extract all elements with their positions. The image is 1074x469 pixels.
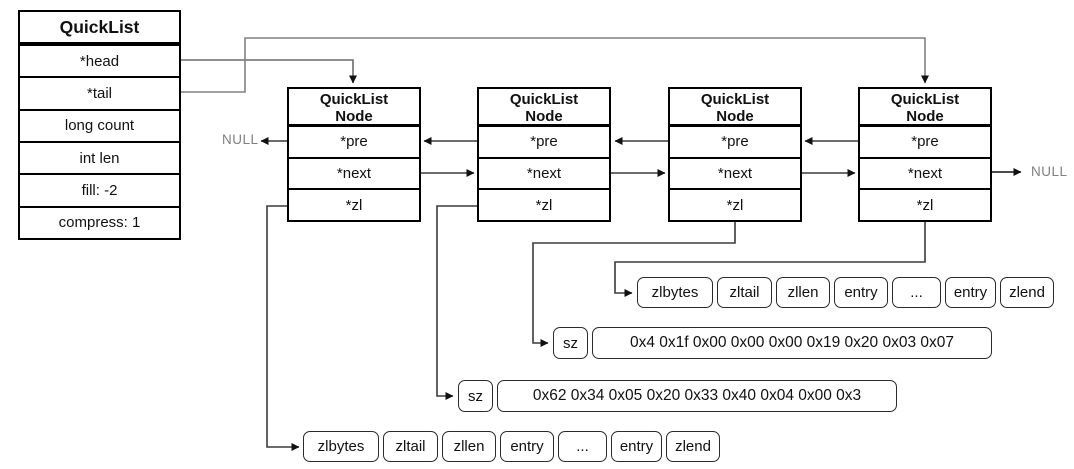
node-title: QuickList Node	[479, 89, 609, 127]
node1-field-next: *next	[289, 156, 419, 189]
null-label-right: NULL	[1031, 164, 1068, 179]
node4-field-next: *next	[860, 156, 990, 189]
quicklist-field-count: long count	[20, 108, 179, 141]
node-title-line2: Node	[525, 108, 563, 125]
node-title-line1: QuickList	[319, 91, 389, 108]
node-title: QuickList Node	[860, 89, 990, 127]
node-title-line2: Node	[335, 108, 373, 125]
node4-zl-arrow	[614, 222, 926, 297]
node2-field-pre: *pre	[530, 133, 558, 151]
node-title-line1: QuickList	[509, 91, 579, 108]
quicklist-field-len: int len	[20, 140, 179, 173]
ziplist-cell-zllen: zllen	[442, 431, 496, 462]
node2-zl-arrow	[436, 205, 477, 400]
quicklist-node-1: QuickList Node *pre *next *zl	[287, 87, 421, 222]
sz-row-node3: sz 0x4 0x1f 0x00 0x00 0x00 0x19 0x20 0x0…	[553, 327, 992, 359]
node3-field-next: *next	[670, 156, 800, 189]
node4-field-zl: *zl	[860, 188, 990, 220]
quicklist-title: QuickList	[20, 12, 179, 46]
ziplist-cell-zlbytes: zlbytes	[303, 431, 379, 462]
node-title-line2: Node	[906, 108, 944, 125]
ziplist-cell-zlbytes: zlbytes	[637, 277, 713, 308]
node2-field-zl: *zl	[479, 188, 609, 220]
quicklist-node-4: QuickList Node *pre *next *zl	[858, 87, 992, 222]
ziplist-cell-entry: entry	[834, 277, 888, 308]
quicklist-node-3: QuickList Node *pre *next *zl	[668, 87, 802, 222]
ziplist-cell-entry: entry	[945, 277, 996, 308]
quicklist-field-compress: compress: 1	[20, 205, 179, 238]
node-title-line2: Node	[716, 108, 754, 125]
sz-label: sz	[553, 327, 588, 359]
node-title-line1: QuickList	[890, 91, 960, 108]
node1-field-zl: *zl	[289, 188, 419, 220]
ziplist-cell-zlend: zlend	[666, 431, 720, 462]
node1-zl-arrow	[266, 205, 300, 451]
ziplist-cell-zlend: zlend	[1000, 277, 1054, 308]
sz-row-node2: sz 0x62 0x34 0x05 0x20 0x33 0x40 0x04 0x…	[458, 380, 897, 412]
node4-field-pre: *pre	[911, 133, 939, 151]
quicklist-node-2: QuickList Node *pre *next *zl	[477, 87, 611, 222]
ziplist-cell-entry: entry	[611, 431, 662, 462]
sz-hex-value: 0x4 0x1f 0x00 0x00 0x00 0x19 0x20 0x03 0…	[592, 327, 992, 359]
node3-zl-arrow	[532, 222, 736, 347]
ziplist-cell-entry: entry	[500, 431, 554, 462]
ziplist-node4: zlbytes zltail zllen entry ... entry zle…	[637, 277, 1054, 308]
ziplist-cell-ellipsis: ...	[558, 431, 607, 462]
node-title-line1: QuickList	[700, 91, 770, 108]
sz-label: sz	[458, 380, 493, 412]
quicklist-field-head: *head	[79, 52, 120, 70]
ziplist-node1: zlbytes zltail zllen entry ... entry zle…	[303, 431, 720, 462]
node-title: QuickList Node	[670, 89, 800, 127]
sz-hex-value: 0x62 0x34 0x05 0x20 0x33 0x40 0x04 0x00 …	[497, 380, 897, 412]
node3-field-pre: *pre	[721, 133, 749, 151]
ziplist-cell-zltail: zltail	[383, 431, 438, 462]
node3-field-zl: *zl	[670, 188, 800, 220]
quicklist-field-tail: *tail	[20, 76, 179, 108]
node2-field-next: *next	[479, 156, 609, 189]
quicklist-field-fill: fill: -2	[20, 173, 179, 205]
node-title: QuickList Node	[289, 89, 419, 127]
quicklist-struct-box: QuickList *head *tail long count int len…	[18, 10, 181, 240]
ziplist-cell-ellipsis: ...	[892, 277, 941, 308]
ziplist-cell-zltail: zltail	[717, 277, 772, 308]
ziplist-cell-zllen: zllen	[776, 277, 830, 308]
node1-field-pre: *pre	[340, 133, 368, 151]
head-pointer-arrow	[180, 59, 357, 84]
tail-pointer-arrow	[180, 37, 929, 93]
null-label-left: NULL	[222, 132, 259, 147]
